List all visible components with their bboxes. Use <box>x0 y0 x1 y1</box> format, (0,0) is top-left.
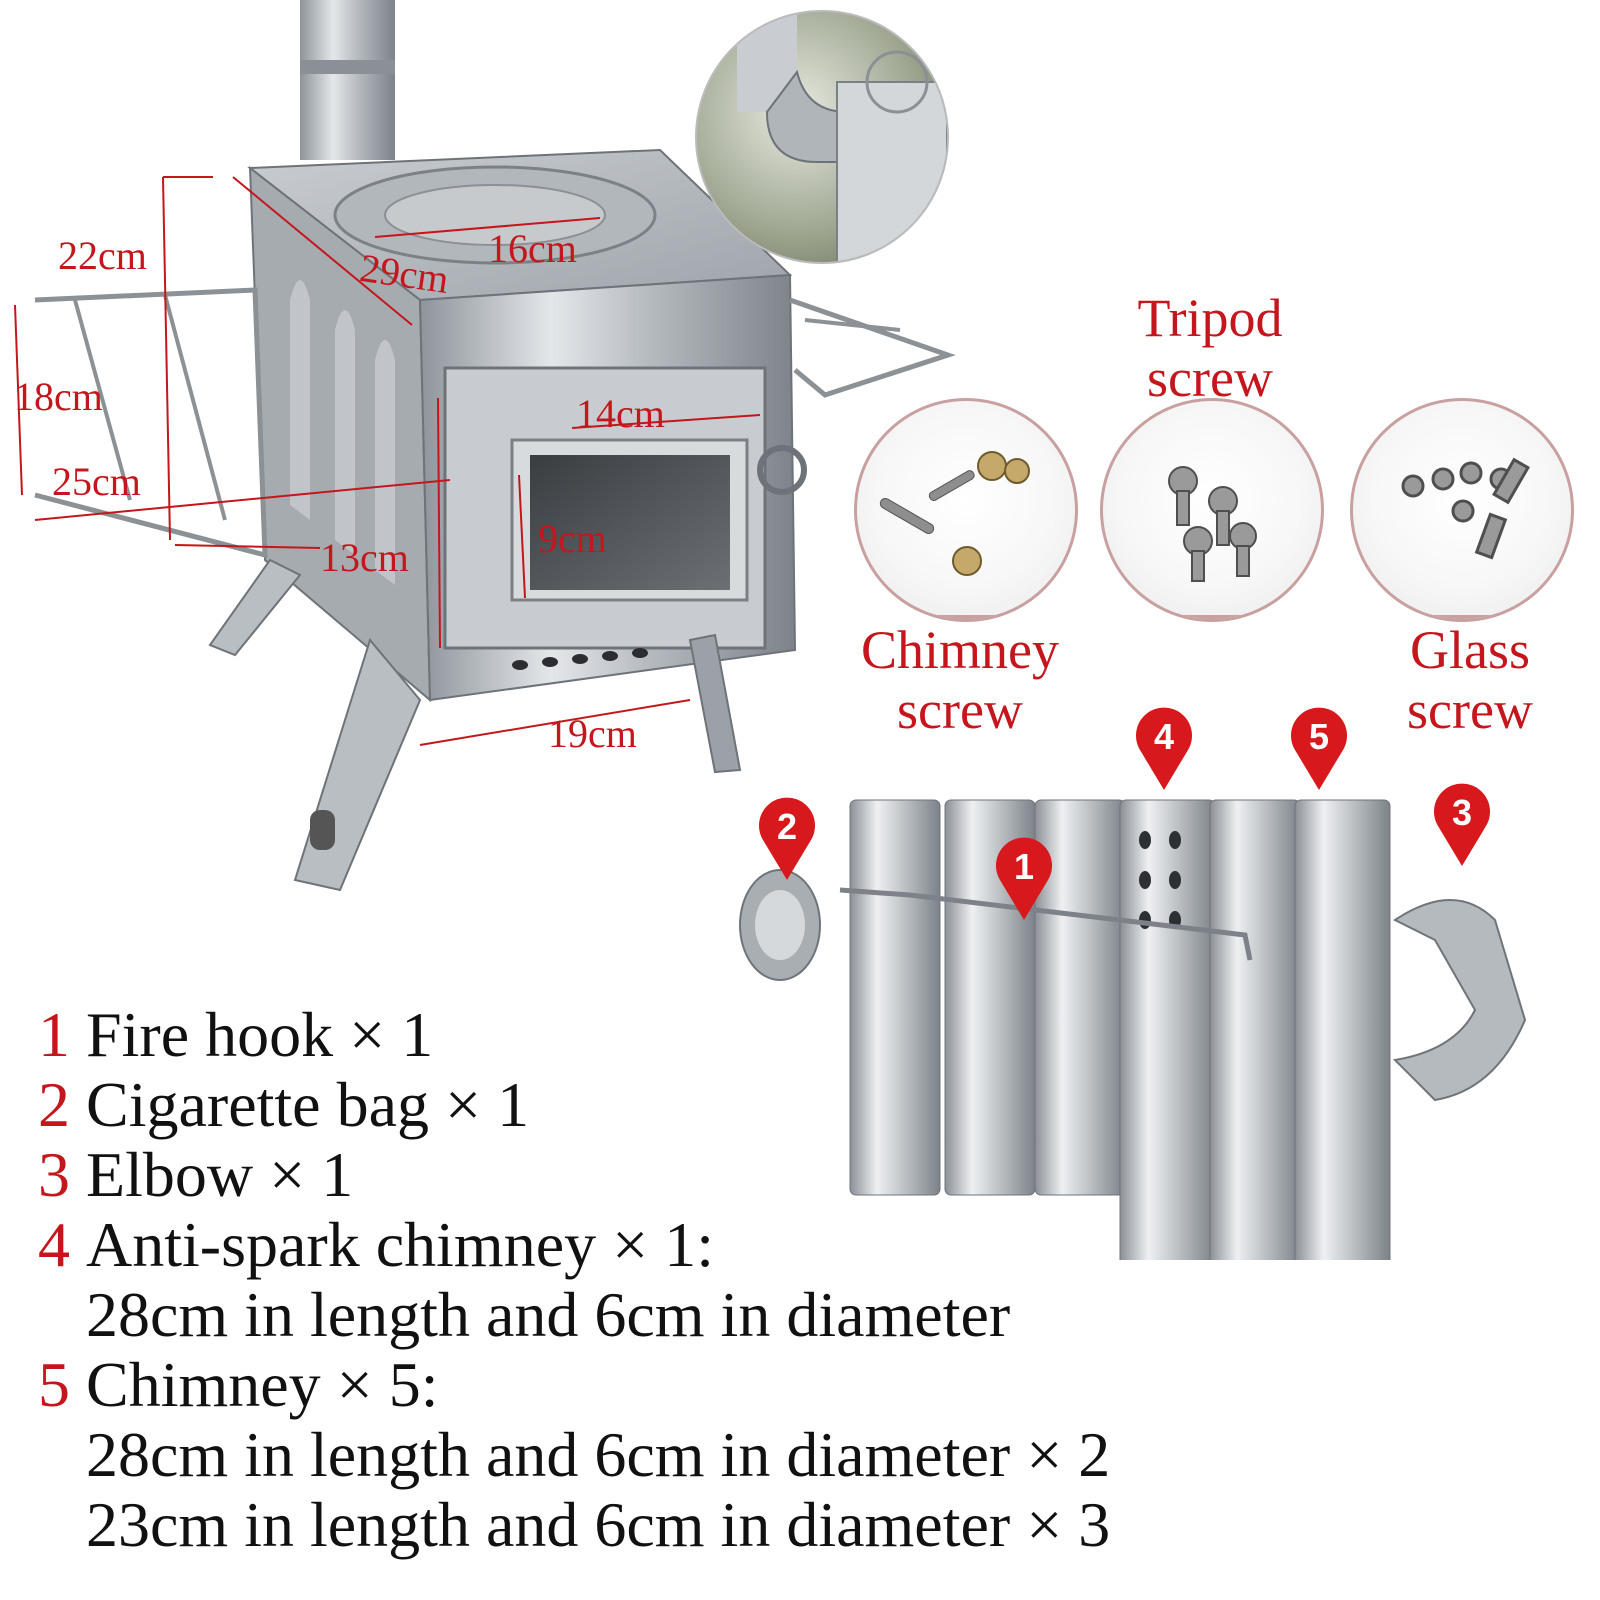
part-detail: 23cm in length and 6cm in diameter × 3 <box>86 1489 1111 1560</box>
chimney-connection-inset <box>695 10 949 264</box>
pin-1-number: 1 <box>1013 846 1035 887</box>
dim-hole-diameter: 16cm <box>488 226 577 271</box>
pin-4-number: 4 <box>1153 716 1175 757</box>
pin-1: 1 <box>992 836 1056 922</box>
chimney-screw-image <box>854 398 1078 622</box>
part-number: 1 <box>38 999 70 1070</box>
part-number: 4 <box>38 1209 70 1280</box>
stove-illustration <box>0 0 980 920</box>
part-number: 3 <box>38 1139 70 1210</box>
chimney-parts-image <box>735 760 1585 1286</box>
dim-rack-length: 25cm <box>52 459 141 504</box>
chimney-screw-label-line1: Chimney <box>861 620 1059 680</box>
glass-screw-label-line1: Glass <box>1410 620 1530 680</box>
pin-2: 2 <box>755 796 819 882</box>
dim-door-height: 9cm <box>538 516 607 561</box>
glass-screw-image <box>1350 398 1574 622</box>
pin-5: 5 <box>1287 706 1351 792</box>
pin-5-number: 5 <box>1308 716 1330 757</box>
chimney-screw-label: Chimney screw <box>830 620 1090 740</box>
part-text: Anti-spark chimney × 1: <box>86 1209 714 1280</box>
pin-2-number: 2 <box>776 806 798 847</box>
part-detail: 28cm in length and 6cm in diameter <box>86 1279 1011 1350</box>
part-text: Fire hook × 1 <box>86 999 434 1070</box>
tripod-screw-label: Tripod screw <box>1080 288 1340 408</box>
pin-3-number: 3 <box>1451 792 1473 833</box>
tripod-screw-image <box>1100 398 1324 622</box>
chimney-screw-base-line <box>857 615 1075 619</box>
glass-screw-label: Glass screw <box>1340 620 1600 740</box>
dim-door-width: 14cm <box>576 391 665 436</box>
part-number: 5 <box>38 1349 70 1420</box>
part-text: Elbow × 1 <box>86 1139 354 1210</box>
part-text: Cigarette bag × 1 <box>86 1069 530 1140</box>
glass-screw-base-line <box>1353 615 1571 619</box>
part-detail: 28cm in length and 6cm in diameter × 2 <box>86 1419 1111 1490</box>
dim-rack-height: 18cm <box>14 374 103 419</box>
chimney-screw-label-line2: screw <box>897 680 1023 740</box>
pin-3: 3 <box>1430 782 1494 868</box>
tripod-screw-label-line2: screw <box>1147 348 1273 408</box>
glass-screw-label-line2: screw <box>1407 680 1533 740</box>
tripod-screw-base-line <box>1103 615 1321 619</box>
pin-4: 4 <box>1132 706 1196 792</box>
part-text: Chimney × 5: <box>86 1349 439 1420</box>
tripod-screw-label-line1: Tripod <box>1137 288 1283 348</box>
part-number: 2 <box>38 1069 70 1140</box>
dim-height-top: 22cm <box>58 233 147 278</box>
dim-front-width: 19cm <box>548 711 637 756</box>
dim-side-depth: 13cm <box>320 535 409 580</box>
